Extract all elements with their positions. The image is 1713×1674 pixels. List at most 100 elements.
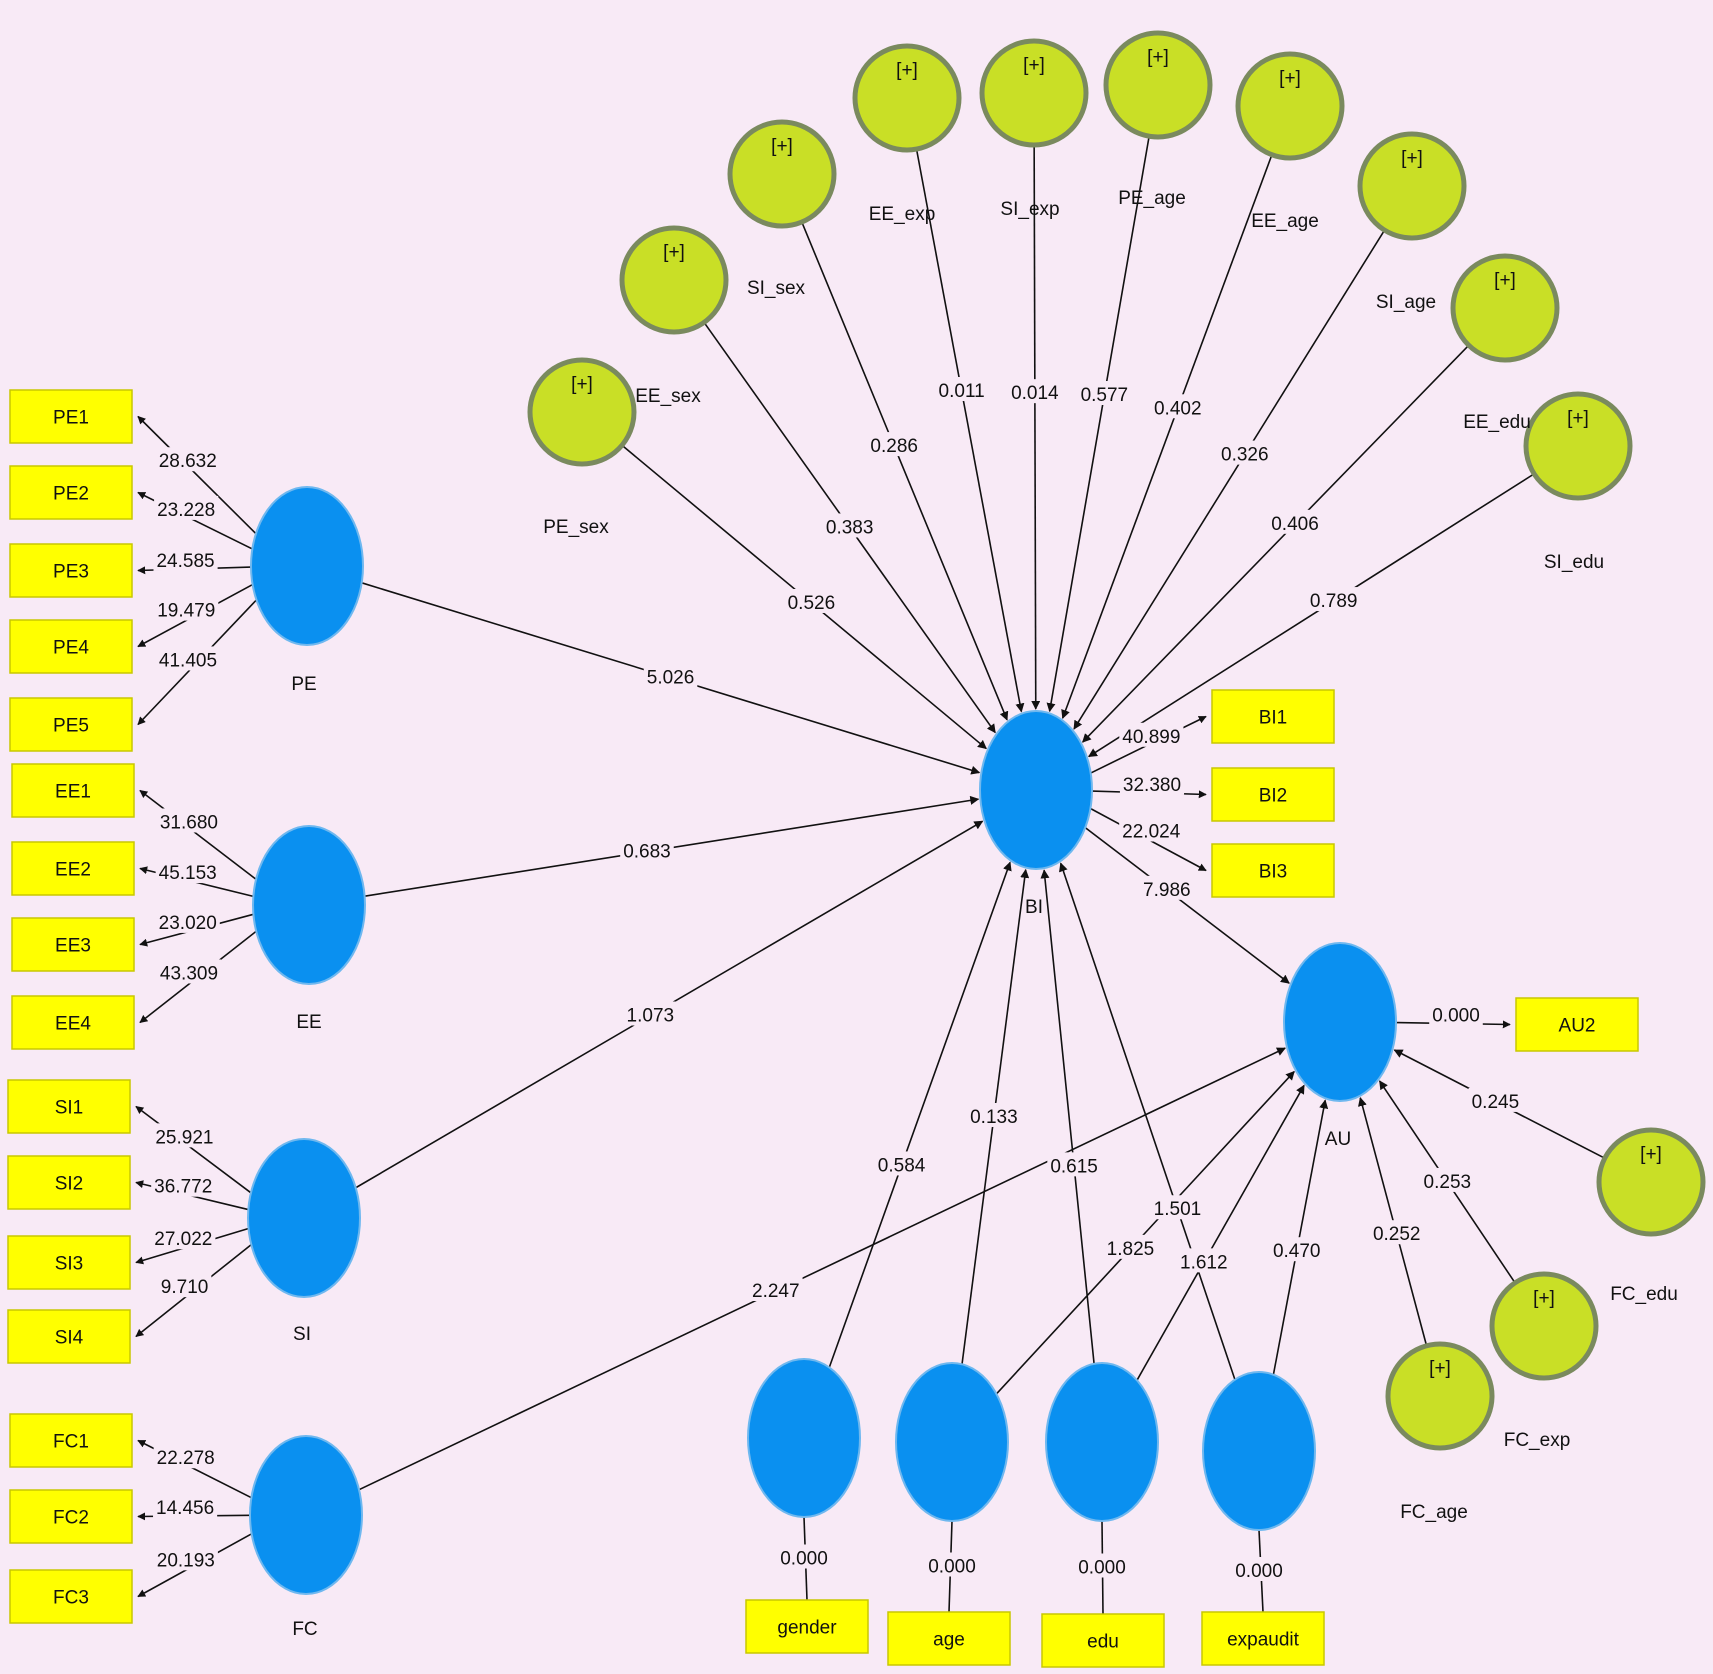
indicator-pe2[interactable] bbox=[9, 465, 133, 520]
latent-au[interactable] bbox=[1283, 942, 1397, 1102]
indicator-pe1[interactable] bbox=[9, 389, 133, 444]
loading-gender-gender-label: 0.000 bbox=[780, 1549, 828, 1570]
indicator-bi1[interactable] bbox=[1211, 689, 1335, 744]
loading-ee-ee4-label: 43.309 bbox=[160, 963, 218, 984]
indicator-au2-label: AU2 bbox=[1559, 1016, 1596, 1037]
latent-si[interactable] bbox=[247, 1138, 361, 1298]
moderator-fc-age[interactable] bbox=[1385, 1341, 1495, 1451]
loading-si-si1-label-bg bbox=[152, 1123, 217, 1148]
moderator-fc-exp[interactable] bbox=[1489, 1271, 1599, 1381]
loading-si-si4-label: 9.710 bbox=[161, 1277, 209, 1298]
moderator-si-edu-label: SI_edu bbox=[1544, 552, 1604, 573]
moderator-si-age-expand-icon[interactable]: [+] bbox=[1401, 148, 1423, 169]
moderator-si-sex-expand-icon[interactable]: [+] bbox=[771, 136, 793, 157]
indicator-pe3[interactable] bbox=[9, 543, 133, 598]
path-fc-exp-au-label: 0.253 bbox=[1424, 1172, 1472, 1193]
indicator-bi2[interactable] bbox=[1211, 767, 1335, 822]
latent-bi[interactable] bbox=[979, 710, 1093, 870]
moderator-si-exp[interactable] bbox=[979, 38, 1089, 148]
indicator-pe4[interactable] bbox=[9, 619, 133, 674]
path-pe-bi-label: 5.026 bbox=[647, 668, 695, 689]
loading-si-si3-label: 27.022 bbox=[154, 1229, 212, 1250]
moderator-fc-age-expand-icon[interactable]: [+] bbox=[1429, 1358, 1451, 1379]
moderator-si-edu[interactable] bbox=[1523, 391, 1633, 501]
indicator-expaudit[interactable] bbox=[1201, 1611, 1325, 1666]
indicator-fc2[interactable] bbox=[9, 1489, 133, 1544]
moderator-ee-age[interactable] bbox=[1235, 51, 1345, 161]
latent-fc[interactable] bbox=[249, 1435, 363, 1595]
indicator-pe4-label: PE4 bbox=[53, 638, 89, 659]
path-ee-exp-bi bbox=[915, 148, 1025, 713]
indicator-si2[interactable] bbox=[7, 1155, 131, 1210]
indicator-edu[interactable] bbox=[1041, 1613, 1165, 1668]
indicator-ee3[interactable] bbox=[11, 917, 135, 972]
indicator-ee1[interactable] bbox=[11, 763, 135, 818]
indicator-age[interactable] bbox=[887, 1611, 1011, 1666]
moderator-ee-sex[interactable] bbox=[619, 225, 729, 335]
moderator-ee-exp-expand-icon[interactable]: [+] bbox=[896, 60, 918, 81]
path-bi-au-label-bg bbox=[1140, 875, 1194, 900]
moderator-fc-exp-expand-icon[interactable]: [+] bbox=[1533, 1288, 1555, 1309]
latent-ee[interactable] bbox=[252, 825, 366, 985]
indicator-pe3-label: PE3 bbox=[53, 562, 89, 583]
path-pe-bi-label-bg bbox=[643, 663, 698, 688]
moderator-fc-age-label: FC_age bbox=[1400, 1502, 1468, 1523]
indicator-bi3[interactable] bbox=[1211, 843, 1335, 898]
indicator-si3[interactable] bbox=[7, 1235, 131, 1290]
moderator-si-edu-expand-icon[interactable]: [+] bbox=[1567, 408, 1589, 429]
moderator-ee-edu-expand-icon[interactable]: [+] bbox=[1494, 270, 1516, 291]
indicator-au2[interactable] bbox=[1515, 997, 1639, 1052]
path-ee-bi-label: 0.683 bbox=[623, 842, 671, 863]
indicator-expaudit-label: expaudit bbox=[1227, 1630, 1300, 1651]
path-fc-edu-au-label: 0.245 bbox=[1472, 1092, 1520, 1113]
moderator-pe-sex[interactable] bbox=[527, 357, 637, 467]
moderator-pe-age[interactable] bbox=[1103, 30, 1213, 140]
moderator-si-sex[interactable] bbox=[727, 119, 837, 229]
moderator-ee-edu[interactable] bbox=[1450, 253, 1560, 363]
loading-fc-fc1-label: 22.278 bbox=[157, 1448, 215, 1469]
moderator-pe-sex-expand-icon[interactable]: [+] bbox=[571, 374, 593, 395]
latent-age[interactable] bbox=[895, 1362, 1009, 1522]
path-expaudit-bi bbox=[1059, 862, 1236, 1380]
indicator-si4[interactable] bbox=[7, 1309, 131, 1364]
path-ee-age-bi bbox=[1061, 154, 1273, 719]
latent-gender[interactable] bbox=[747, 1358, 861, 1518]
indicator-si4-label: SI4 bbox=[55, 1328, 84, 1349]
moderator-ee-exp[interactable] bbox=[852, 43, 962, 153]
moderator-pe-age-expand-icon[interactable]: [+] bbox=[1147, 47, 1169, 68]
indicator-si1-label: SI1 bbox=[55, 1098, 84, 1119]
loading-si-si2-label: 36.772 bbox=[154, 1177, 212, 1198]
latent-expaudit[interactable] bbox=[1202, 1371, 1316, 1531]
path-edu-bi-label: 0.615 bbox=[1050, 1156, 1098, 1177]
indicator-fc1[interactable] bbox=[9, 1413, 133, 1468]
latent-edu[interactable] bbox=[1045, 1362, 1159, 1522]
path-expaudit-au-label: 0.470 bbox=[1273, 1241, 1321, 1262]
moderator-si-exp-expand-icon[interactable]: [+] bbox=[1023, 55, 1045, 76]
moderator-si-age[interactable] bbox=[1357, 131, 1467, 241]
loading-edu-edu-label: 0.000 bbox=[1078, 1558, 1126, 1579]
indicator-pe5[interactable] bbox=[9, 697, 133, 752]
indicator-fc3[interactable] bbox=[9, 1569, 133, 1624]
loading-bi-bi3-label: 22.024 bbox=[1122, 821, 1181, 842]
loading-ee-ee2-label: 45.153 bbox=[159, 863, 217, 884]
node-layer bbox=[7, 30, 1706, 1668]
indicator-gender[interactable] bbox=[745, 1599, 869, 1654]
indicator-si1[interactable] bbox=[7, 1079, 131, 1134]
moderator-fc-edu-expand-icon[interactable]: [+] bbox=[1640, 1144, 1662, 1165]
latent-pe[interactable] bbox=[250, 486, 364, 646]
moderator-ee-exp-label: EE_exp bbox=[869, 204, 936, 225]
path-si-sex-bi-label-bg bbox=[867, 432, 921, 457]
path-edu-au bbox=[1136, 1084, 1305, 1381]
indicator-age-label: age bbox=[933, 1630, 965, 1651]
moderator-ee-age-expand-icon[interactable]: [+] bbox=[1279, 68, 1301, 89]
indicator-ee4-label: EE4 bbox=[55, 1014, 91, 1035]
path-si-age-bi bbox=[1073, 229, 1386, 730]
indicator-ee2[interactable] bbox=[11, 841, 135, 896]
indicator-bi2-label: BI2 bbox=[1259, 786, 1288, 807]
indicator-fc2-label: FC2 bbox=[53, 1508, 89, 1529]
moderator-fc-edu[interactable] bbox=[1596, 1127, 1706, 1237]
loading-si-si3-label-bg bbox=[151, 1225, 216, 1250]
moderator-ee-sex-expand-icon[interactable]: [+] bbox=[663, 242, 685, 263]
indicator-ee4[interactable] bbox=[11, 995, 135, 1050]
